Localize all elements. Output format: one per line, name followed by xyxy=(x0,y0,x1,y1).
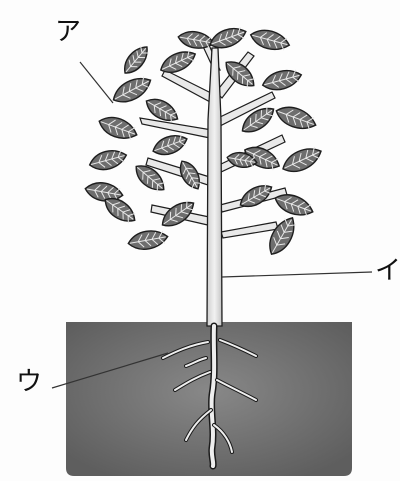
leader-line-stem xyxy=(222,272,372,277)
main-stem xyxy=(207,48,222,326)
leaf xyxy=(127,228,169,252)
label-leaf: ア xyxy=(55,19,81,45)
leaf xyxy=(87,147,128,174)
leaf xyxy=(260,66,303,93)
label-root: ウ xyxy=(16,369,42,395)
leader-line-leaf xyxy=(80,62,113,103)
leaf xyxy=(119,42,152,78)
leaf xyxy=(248,26,291,53)
label-stem: イ xyxy=(375,258,400,284)
leaf xyxy=(279,143,325,178)
leaf xyxy=(96,112,140,143)
leaf xyxy=(150,131,190,159)
leaf xyxy=(177,29,215,51)
leaf xyxy=(263,213,300,259)
leaf xyxy=(273,102,319,134)
